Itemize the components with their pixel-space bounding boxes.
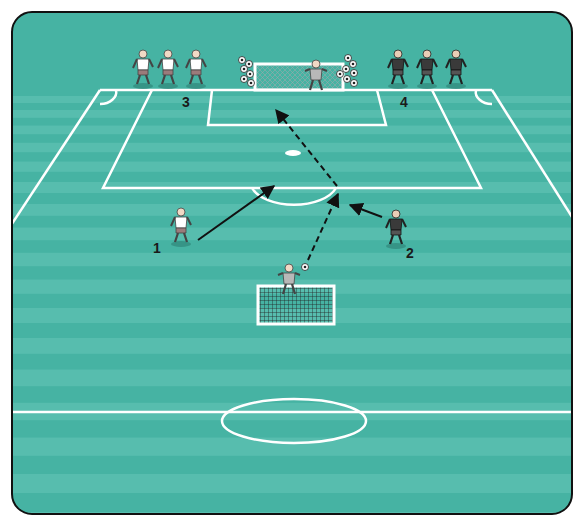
callout-number: 4 [400, 95, 408, 109]
grass-stripe [12, 474, 572, 493]
callout-number: 2 [406, 246, 414, 260]
grass-stripe [12, 438, 572, 456]
grass-stripe [12, 228, 572, 241]
grass-stripe [12, 338, 572, 354]
grass-stripe [12, 403, 572, 420]
grass-stripe [12, 370, 572, 387]
grass-stripe [12, 110, 572, 118]
grass-stripe [12, 253, 572, 266]
callout-number: 3 [182, 95, 190, 109]
grass-stripe [12, 162, 572, 172]
callout-number: 1 [153, 241, 161, 255]
